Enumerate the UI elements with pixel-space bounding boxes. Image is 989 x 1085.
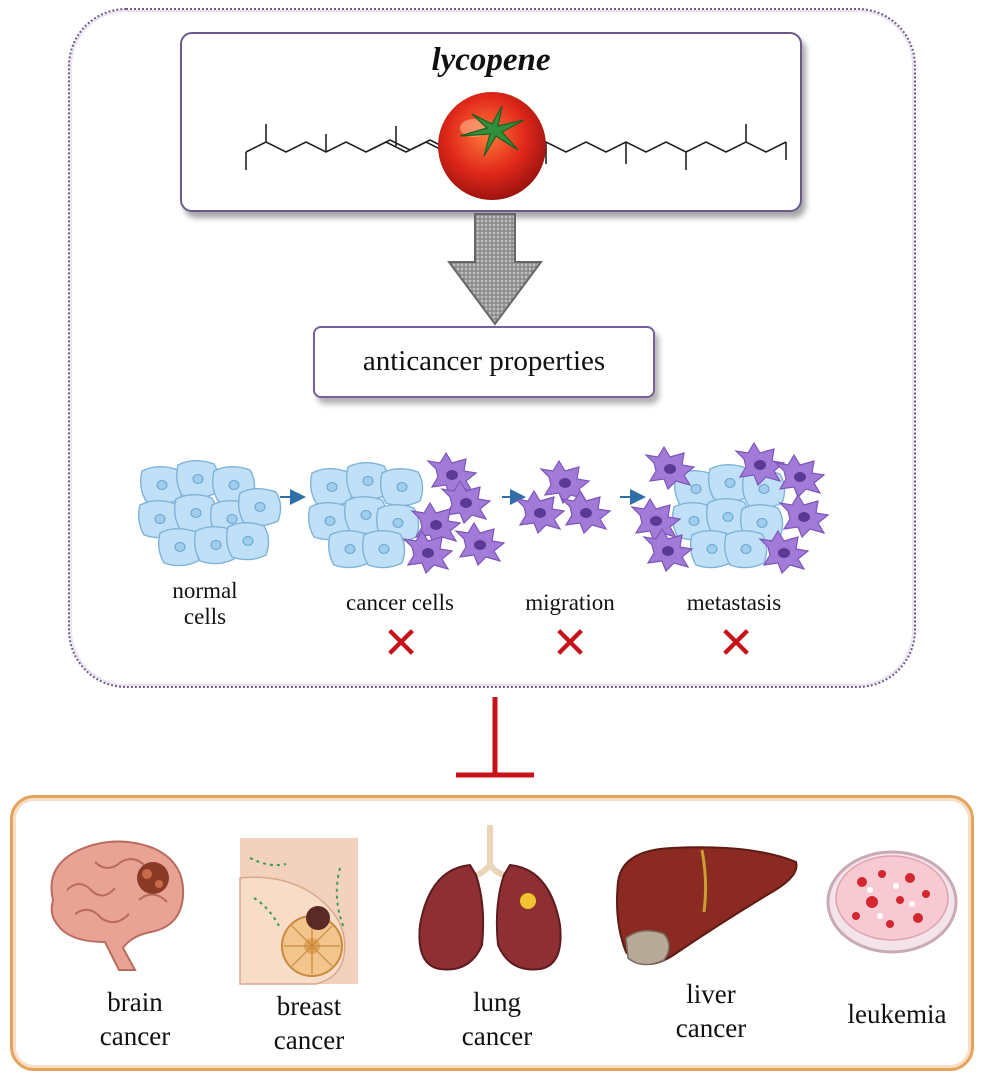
down-arrow-icon [447, 213, 543, 326]
cancer-label-line: liver [686, 979, 736, 1009]
brain-icon [50, 840, 185, 971]
lung-cancer-label: lung cancer [432, 986, 562, 1054]
cancer-label-line: cancer [461, 1020, 533, 1051]
stage-cancer-cells-label: cancer cells [346, 590, 454, 615]
cancer-label-line: breast [276, 991, 342, 1021]
cancer-label-line: cancer [675, 1012, 747, 1043]
cancer-cells-cluster [307, 452, 505, 574]
anticancer-properties-box: anticancer properties [313, 326, 655, 398]
lycopene-structure-box: lycopene [180, 32, 802, 212]
mechanism-panel [68, 8, 916, 688]
cancer-label-line: cancer [273, 1024, 345, 1055]
metastasis-cluster [631, 442, 829, 574]
cell-progression-illustration [137, 442, 829, 574]
stage-label-line: cells [183, 604, 227, 630]
inhibition-bar-icon [456, 697, 534, 778]
breast-icon [239, 838, 358, 985]
liver-cancer-label: liver cancer [646, 978, 776, 1046]
cancer-label-line: cancer [99, 1020, 171, 1051]
cancer-label-line: lung [472, 987, 521, 1017]
stage-normal-cells-label: normal cells [150, 578, 260, 631]
compound-title: lycopene [431, 42, 551, 78]
breast-cancer-label: breast cancer [244, 990, 374, 1058]
cancer-types-panel [10, 795, 974, 1071]
stage-label-line: normal [172, 578, 238, 603]
stage-migration-label: migration [525, 590, 615, 615]
petri-dish-icon [826, 850, 958, 954]
stage-metastasis-label: metastasis [686, 590, 782, 615]
tomato-icon [438, 92, 546, 200]
normal-cells-cluster [137, 460, 282, 567]
cancer-label-line: brain [107, 987, 163, 1017]
leukemia-label: leukemia [847, 999, 947, 1029]
inhibit-cross-icon: ✕ [382, 618, 420, 669]
inhibit-cross-icon: ✕ [717, 618, 755, 669]
inhibit-cross-icon: ✕ [551, 618, 589, 669]
migrating-cells [515, 460, 611, 534]
liver-icon [616, 846, 798, 966]
lungs-icon [418, 825, 562, 971]
brain-cancer-label: brain cancer [70, 986, 200, 1054]
